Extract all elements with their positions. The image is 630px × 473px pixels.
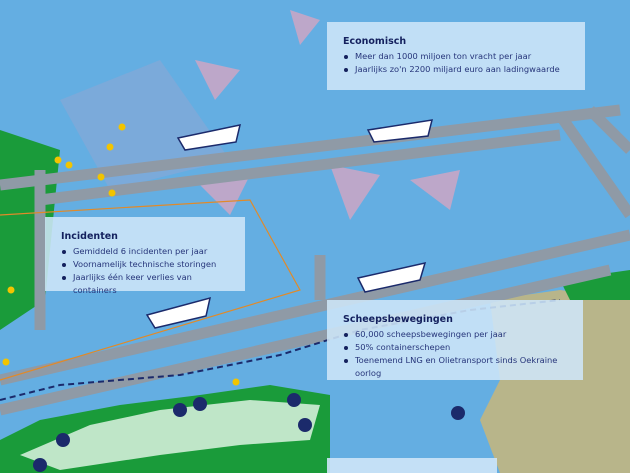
- incidenten-box: Incidenten Gemiddeld 6 incidenten per ja…: [45, 217, 245, 295]
- wind-farms: [195, 10, 460, 220]
- yellow-markers: [2, 123, 240, 386]
- islands: [20, 400, 320, 470]
- bottom-info-box: [327, 458, 497, 473]
- route-dashed: [0, 299, 561, 401]
- traffic-lanes: [0, 104, 630, 416]
- economisch-item: Meer dan 1000 miljoen ton vracht per jaa…: [343, 50, 569, 63]
- scheepsbewegingen-title: Scheepsbewegingen: [343, 314, 453, 325]
- economisch-item: Jaarlijks zo'n 2200 miljard euro aan lad…: [343, 63, 569, 76]
- incidenten-item: Jaarlijks één keer verlies van container…: [61, 271, 229, 297]
- scheepsbewegingen-item: 60,000 scheepsbewegingen per jaar: [343, 328, 567, 341]
- incidenten-title: Incidenten: [61, 231, 118, 242]
- economisch-title: Economisch: [343, 36, 407, 47]
- location-pin-icon: [33, 393, 465, 472]
- incidenten-item: Gemiddeld 6 incidenten per jaar: [61, 245, 229, 258]
- boundary-line: [0, 199, 301, 381]
- scheepsbewegingen-item: Toenemend LNG en Olietransport sinds Oek…: [343, 354, 567, 380]
- incidenten-item: Voornamelijk technische storingen: [61, 258, 229, 271]
- economisch-box: Economisch Meer dan 1000 miljoen ton vra…: [327, 22, 585, 90]
- scheepsbewegingen-box: Scheepsbewegingen 60,000 scheepsbeweging…: [327, 300, 583, 380]
- container-ship-icon: [145, 119, 434, 329]
- scheepsbewegingen-item: 50% containerschepen: [343, 341, 567, 354]
